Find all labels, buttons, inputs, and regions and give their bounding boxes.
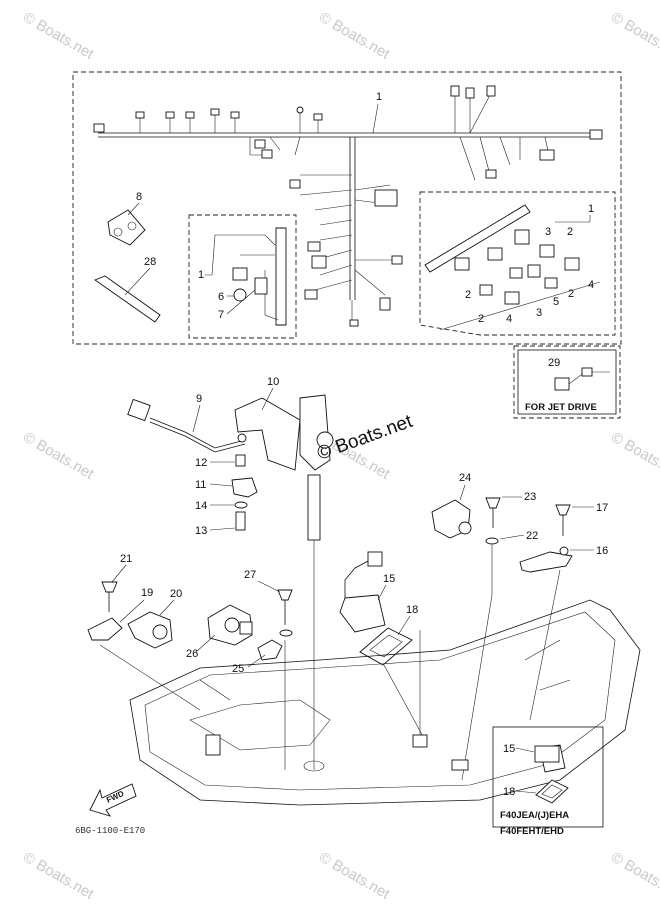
part-number-label: 4 — [506, 313, 512, 325]
watermark: © Boats.net — [316, 9, 393, 63]
part-number-label: 28 — [144, 256, 156, 268]
inset-left: 1 6 7 — [188, 214, 297, 339]
part-number-label: 26 — [186, 648, 198, 660]
lead-wire-part: 9 — [127, 393, 246, 453]
diagram-code: 6BG-1100-E170 — [75, 826, 145, 836]
part-number-label: 23 — [524, 491, 536, 503]
part-number-label: 2 — [478, 313, 484, 325]
main-wire-harness: 1 — [93, 85, 603, 327]
part-number-label: 2 — [567, 226, 573, 238]
part-number-label: 21 — [120, 553, 132, 565]
part-number-label: 3 — [545, 226, 551, 238]
part-number-label: 7 — [218, 309, 224, 321]
clamp-part: 8 — [107, 191, 146, 246]
part-number-label: 18 — [406, 604, 418, 616]
part-number-label: 1 — [198, 269, 204, 281]
right-upper-parts: 24 23 22 — [431, 472, 538, 781]
jet-drive-inset: 29 FOR JET DRIVE — [513, 345, 621, 419]
inset-right: 1 2 3 2 5 2 4 3 2 4 — [419, 191, 616, 336]
model-label: F40JEA/(J)EHA — [500, 810, 569, 821]
part-number-label: 15 — [503, 743, 515, 755]
part-number-label: 22 — [526, 530, 538, 542]
grommet-part: 15 — [339, 551, 395, 633]
model-inset: 15 18 F40JEA/(J)EHA F40FEHT/EHD — [492, 726, 604, 837]
part-number-label: 1 — [588, 203, 594, 215]
part-number-label: 27 — [244, 569, 256, 581]
right-lower-parts: 17 16 — [519, 502, 608, 721]
part-number-label: 2 — [568, 288, 574, 300]
part-number-label: 17 — [596, 502, 608, 514]
part-number-label: 2 — [465, 289, 471, 301]
part-number-label: 24 — [459, 472, 471, 484]
watermark: © Boats.net — [20, 429, 97, 483]
part-number-label: 5 — [553, 296, 559, 308]
part-number-label: 11 — [195, 479, 206, 491]
bracket-assembly: 10 — [234, 376, 334, 770]
left-lower-parts: 21 19 20 — [87, 553, 201, 711]
jet-drive-label: FOR JET DRIVE — [525, 402, 597, 413]
part-number-label: 8 — [136, 191, 142, 203]
part-number-label: 6 — [218, 291, 224, 303]
watermark: © Boats.net — [20, 9, 97, 63]
cable-tie-part: 28 — [94, 256, 161, 323]
bottom-cowling — [129, 599, 641, 806]
harness-group-frame — [72, 71, 622, 345]
watermark: © Boats.net — [608, 849, 661, 903]
fwd-arrow-icon: FWD — [89, 783, 137, 817]
part-number-label: 16 — [596, 545, 608, 557]
model-label: F40FEHT/EHD — [500, 826, 564, 837]
part-number-label: 12 — [195, 457, 207, 469]
watermark: © Boats.net — [608, 9, 661, 63]
part-number-label: 9 — [196, 393, 202, 405]
watermark: © Boats.net — [20, 849, 97, 903]
part-number-label: 19 — [141, 587, 153, 599]
part-number-label: 15 — [383, 573, 395, 585]
part-number-label: 3 — [536, 307, 542, 319]
center-lower-parts: 26 27 25 — [186, 569, 293, 770]
part-number-label: 13 — [195, 525, 207, 537]
part-number-label: 29 — [548, 357, 560, 369]
part-number-label: 20 — [170, 588, 182, 600]
part-number-label: 18 — [503, 786, 515, 798]
watermark: © Boats.net — [608, 429, 661, 483]
watermark: © Boats.net — [316, 849, 393, 903]
part-number-label: 14 — [195, 500, 207, 512]
small-parts-column: 12 11 14 13 — [195, 454, 258, 537]
part-number-label: 4 — [588, 279, 594, 291]
part-number-label: 10 — [267, 376, 279, 388]
part-number-label: 1 — [376, 91, 382, 103]
